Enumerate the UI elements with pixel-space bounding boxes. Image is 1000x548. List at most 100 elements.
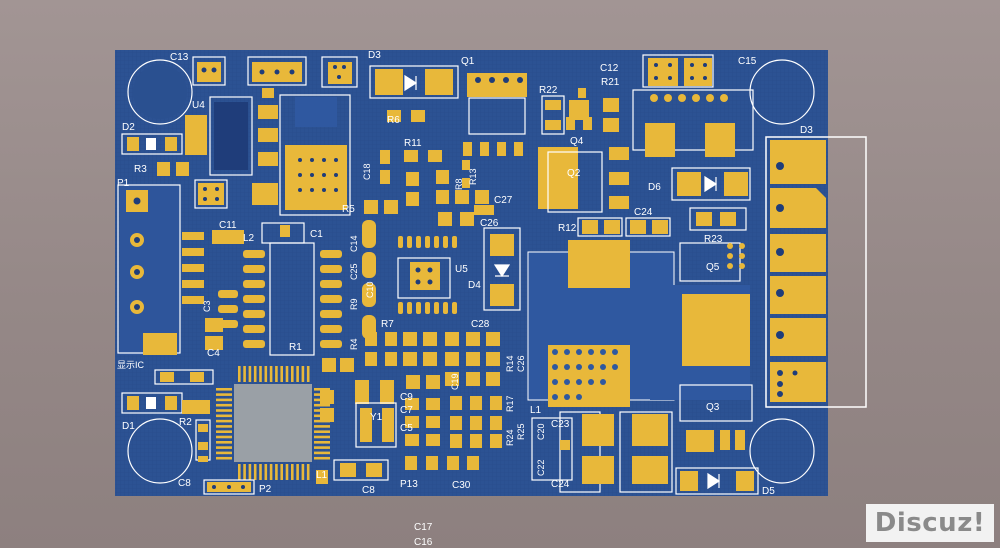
label-c13: C13 <box>170 52 189 63</box>
label-r3: R3 <box>134 164 147 175</box>
qfp-pin <box>314 419 330 423</box>
small-passives <box>364 110 489 226</box>
transistor-q2 <box>538 147 629 213</box>
label-d3: D3 <box>368 50 381 61</box>
label-r2: R2 <box>179 417 192 428</box>
qfp-pin <box>238 464 241 480</box>
qfp-pin <box>253 366 257 382</box>
diode-d4 <box>483 227 521 311</box>
label-r23: R23 <box>704 234 723 245</box>
label-d1: D1 <box>122 421 135 432</box>
qfp-pin <box>216 441 232 444</box>
label-c14: C14 <box>349 235 359 252</box>
label-c7: C7 <box>400 405 413 416</box>
crystal-y1 <box>355 402 397 448</box>
label-y1: Y1 <box>370 412 383 423</box>
label-c11: C11 <box>219 220 237 231</box>
via-array <box>552 349 618 400</box>
label-d6: D6 <box>648 182 661 193</box>
label-q2: Q2 <box>567 168 581 179</box>
qfp-pin <box>314 409 330 412</box>
label-r14: R14 <box>505 355 515 372</box>
label-d3b: D3 <box>800 125 813 136</box>
label-p1: P1 <box>117 178 130 189</box>
qfp-pin <box>243 366 246 382</box>
label-r4: R4 <box>349 338 359 350</box>
regulator-u4 <box>185 88 278 176</box>
qfp-pin <box>314 414 330 418</box>
label-c1: C1 <box>310 229 323 240</box>
label-d2: D2 <box>122 122 135 133</box>
label-c12: C12 <box>600 63 619 74</box>
qfp-pin <box>306 464 310 480</box>
diode-d5 <box>675 467 759 495</box>
connector-p2 <box>203 479 255 495</box>
qfp-pin <box>269 464 273 480</box>
soic-r1 <box>218 242 342 356</box>
qfp-pin <box>216 451 232 455</box>
label-c18: C18 <box>362 163 372 180</box>
qfp-pin <box>216 435 232 439</box>
label-r5: R5 <box>342 204 355 215</box>
qfp-pin <box>314 388 330 391</box>
qfp-pin <box>314 398 330 402</box>
r22-q4 <box>541 88 619 135</box>
qfp-pin <box>216 403 232 407</box>
qfp-pin <box>301 366 305 382</box>
label-c15: C15 <box>738 56 757 67</box>
label-c23: C23 <box>551 419 570 430</box>
label-c9: C9 <box>400 392 413 403</box>
label-u5: U5 <box>455 264 468 275</box>
label-r22: R22 <box>539 85 558 96</box>
label-c25: C25 <box>349 263 359 280</box>
qfp-pin <box>291 366 294 382</box>
capacitor-column <box>182 232 223 350</box>
qfp-pin <box>314 403 330 407</box>
diode-d6 <box>671 167 751 201</box>
qfp-pin <box>280 464 283 480</box>
label-u4: U4 <box>192 100 205 111</box>
qfp-pin <box>314 451 330 455</box>
qfp-pin <box>253 464 257 480</box>
label-r13: R13 <box>468 168 478 185</box>
qfp-pin <box>264 366 268 382</box>
qfp-pin <box>314 446 330 449</box>
qfp-pin <box>216 419 232 423</box>
label-r25: R25 <box>516 423 526 440</box>
qfp-pin <box>264 464 268 480</box>
qfp-pin <box>248 366 252 382</box>
label-display: 显示IC <box>117 360 145 370</box>
label-c8b: C8 <box>362 485 375 496</box>
qfp-pin <box>216 388 232 391</box>
mounting-holes <box>127 59 815 484</box>
label-c10: C10 <box>365 281 375 298</box>
connector-block <box>632 54 754 157</box>
label-d4: D4 <box>468 280 481 291</box>
qfp-pin <box>259 464 262 480</box>
label-r17: R17 <box>505 395 515 412</box>
ic-large <box>279 94 351 216</box>
label-q3: Q3 <box>706 402 720 413</box>
qfp-pin <box>285 366 289 382</box>
capacitor-pads-bottom <box>531 411 673 493</box>
qfp-pin <box>314 456 330 460</box>
label-c5: C5 <box>400 423 413 434</box>
qfp-pin <box>314 425 330 428</box>
label-d5: D5 <box>762 486 775 497</box>
label-q4: Q4 <box>570 136 584 147</box>
top-connectors <box>192 56 358 88</box>
qfp-pin <box>216 409 232 412</box>
transistor-q1 <box>463 73 527 156</box>
qfp-pin <box>238 366 241 382</box>
label-c16: C16 <box>414 537 433 548</box>
mcu-qfp <box>216 366 330 480</box>
label-c8a: C8 <box>178 478 191 489</box>
label-c26b: C26 <box>516 355 526 372</box>
diode-d2 <box>121 133 183 155</box>
silkscreen-labels: C13 D3 Q1 C12 R21 C15 R22 U4 R6 Q4 D2 R1… <box>117 50 813 548</box>
qfp-pin <box>216 446 232 449</box>
passive-grid <box>320 332 502 470</box>
label-c3: C3 <box>202 300 212 312</box>
qfp-pin <box>216 414 232 418</box>
